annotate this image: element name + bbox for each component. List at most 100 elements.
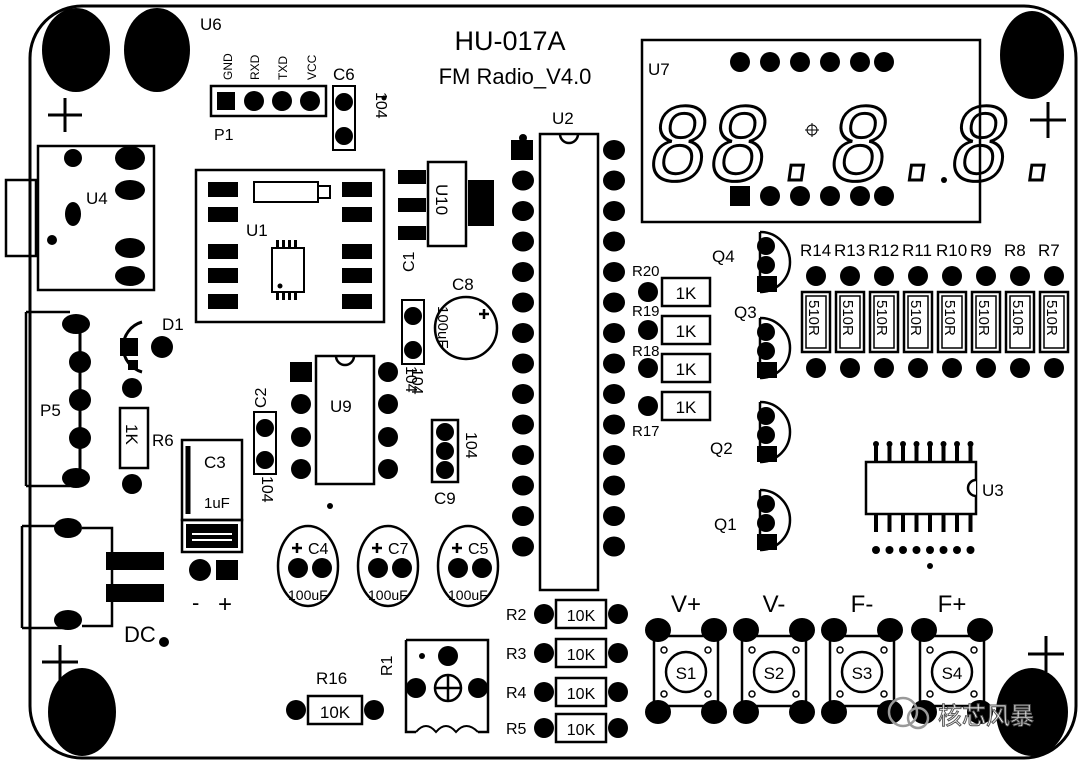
transistor-pin	[757, 426, 775, 444]
label-q1: Q1	[714, 515, 737, 534]
resistor-body	[554, 676, 608, 708]
u2-pin	[512, 536, 534, 557]
c8-value: 100uF	[434, 306, 451, 349]
transistor-pin	[757, 323, 775, 341]
resistor-pad	[534, 604, 554, 624]
resistor-value-510r: 510R	[839, 300, 856, 336]
label-c4: C4	[308, 541, 329, 558]
u3-pad	[885, 546, 894, 554]
u2-pin-1	[511, 140, 533, 160]
switch-pad	[967, 618, 993, 642]
switch-body	[652, 634, 720, 708]
resistor-inner	[873, 295, 895, 349]
label-r14: R14	[800, 241, 831, 260]
c6-dot	[381, 95, 387, 101]
u7-pin	[820, 52, 840, 72]
u7-pin	[850, 52, 870, 72]
switch-pin	[880, 690, 888, 698]
resistor-body	[1038, 290, 1070, 354]
switch-body	[740, 634, 808, 708]
u2-pin	[512, 292, 534, 313]
label-c6: C6	[333, 65, 355, 84]
resistor-body	[902, 290, 934, 354]
cap-pad	[472, 558, 492, 578]
p1-pin4	[300, 91, 320, 111]
label-u9: U9	[330, 397, 352, 416]
label-r9: R9	[970, 241, 992, 260]
resistor-body	[834, 290, 866, 354]
u2-pin	[512, 353, 534, 374]
u3-pad	[966, 546, 975, 554]
label-d1: D1	[162, 315, 184, 334]
resistor-body	[660, 390, 712, 422]
mount-hole-tr	[1000, 11, 1064, 99]
u3-pad	[912, 546, 921, 554]
label-r17: R17	[632, 423, 660, 440]
u3-pin-end	[940, 441, 947, 447]
u2-pin	[603, 475, 625, 496]
u2-pin	[512, 445, 534, 465]
mount-hole-tl	[42, 8, 110, 92]
u3-pin	[887, 514, 892, 532]
switch-pad	[645, 700, 671, 724]
label-r3: R3	[506, 646, 527, 663]
label-c8: C8	[452, 275, 474, 294]
u3-ic: U3	[864, 441, 1004, 569]
label-c3: C3	[204, 453, 226, 472]
p5-header: P5	[24, 310, 91, 488]
switch-pad	[645, 618, 671, 642]
transistor-pin-sq	[757, 276, 777, 292]
resistor-body	[660, 276, 712, 308]
switch-pad	[911, 700, 937, 724]
u7-pin-1	[730, 186, 750, 206]
switch-pin	[660, 690, 668, 698]
label-r1: R1	[379, 655, 396, 676]
c6-value: 104	[372, 92, 389, 119]
label-u2: U2	[552, 109, 574, 128]
resistor-inner	[839, 295, 861, 349]
resistor-pad	[976, 358, 996, 378]
dc-jack: DC	[20, 518, 169, 647]
transistor-pin-sq	[757, 446, 777, 462]
u2-pin	[512, 201, 534, 221]
mounting-holes	[42, 8, 1068, 756]
plus-mark	[292, 543, 302, 553]
cap-value: 100uF	[448, 587, 488, 603]
u3-pad	[926, 546, 934, 554]
label-q3: Q3	[734, 303, 757, 322]
label-c7: C7	[388, 541, 409, 558]
switch-label: S3	[852, 664, 873, 683]
resistor-body	[554, 637, 608, 669]
r1-potentiometer: R1	[379, 638, 490, 734]
u3-pin-end	[913, 441, 920, 447]
label-u6: U6	[200, 15, 222, 34]
label-u7: U7	[648, 60, 670, 79]
resistor-pad	[608, 718, 628, 738]
u3-pin	[968, 514, 973, 532]
label-r4: R4	[506, 685, 527, 702]
switch-pin	[704, 646, 712, 654]
label-r10: R10	[936, 241, 967, 260]
switch-actuator	[752, 650, 796, 694]
button-label: F+	[938, 591, 967, 618]
switch-pad	[701, 618, 727, 642]
label-r7: R7	[1038, 241, 1060, 260]
u3-pad	[899, 546, 907, 554]
switch-actuator	[930, 650, 974, 694]
transistor-pin	[757, 342, 775, 360]
label-p1: P1	[214, 127, 234, 144]
plus-mark	[372, 543, 382, 553]
tactile-switches: V+S1V-S2F-S3F+S4	[645, 591, 993, 724]
switch-pin	[704, 690, 712, 698]
resistor-pad	[840, 266, 860, 286]
label-u4: U4	[86, 189, 108, 208]
u3-pin	[928, 514, 932, 532]
resistor-value-10k: 10K	[567, 722, 596, 739]
u10-regulator: U10	[398, 160, 494, 248]
switch-body	[918, 634, 986, 708]
label-r12: R12	[868, 241, 899, 260]
u3-pin-end	[967, 441, 974, 447]
label-c9: C9	[434, 489, 456, 508]
label-u1: U1	[246, 221, 268, 240]
u7-pin	[874, 52, 894, 72]
